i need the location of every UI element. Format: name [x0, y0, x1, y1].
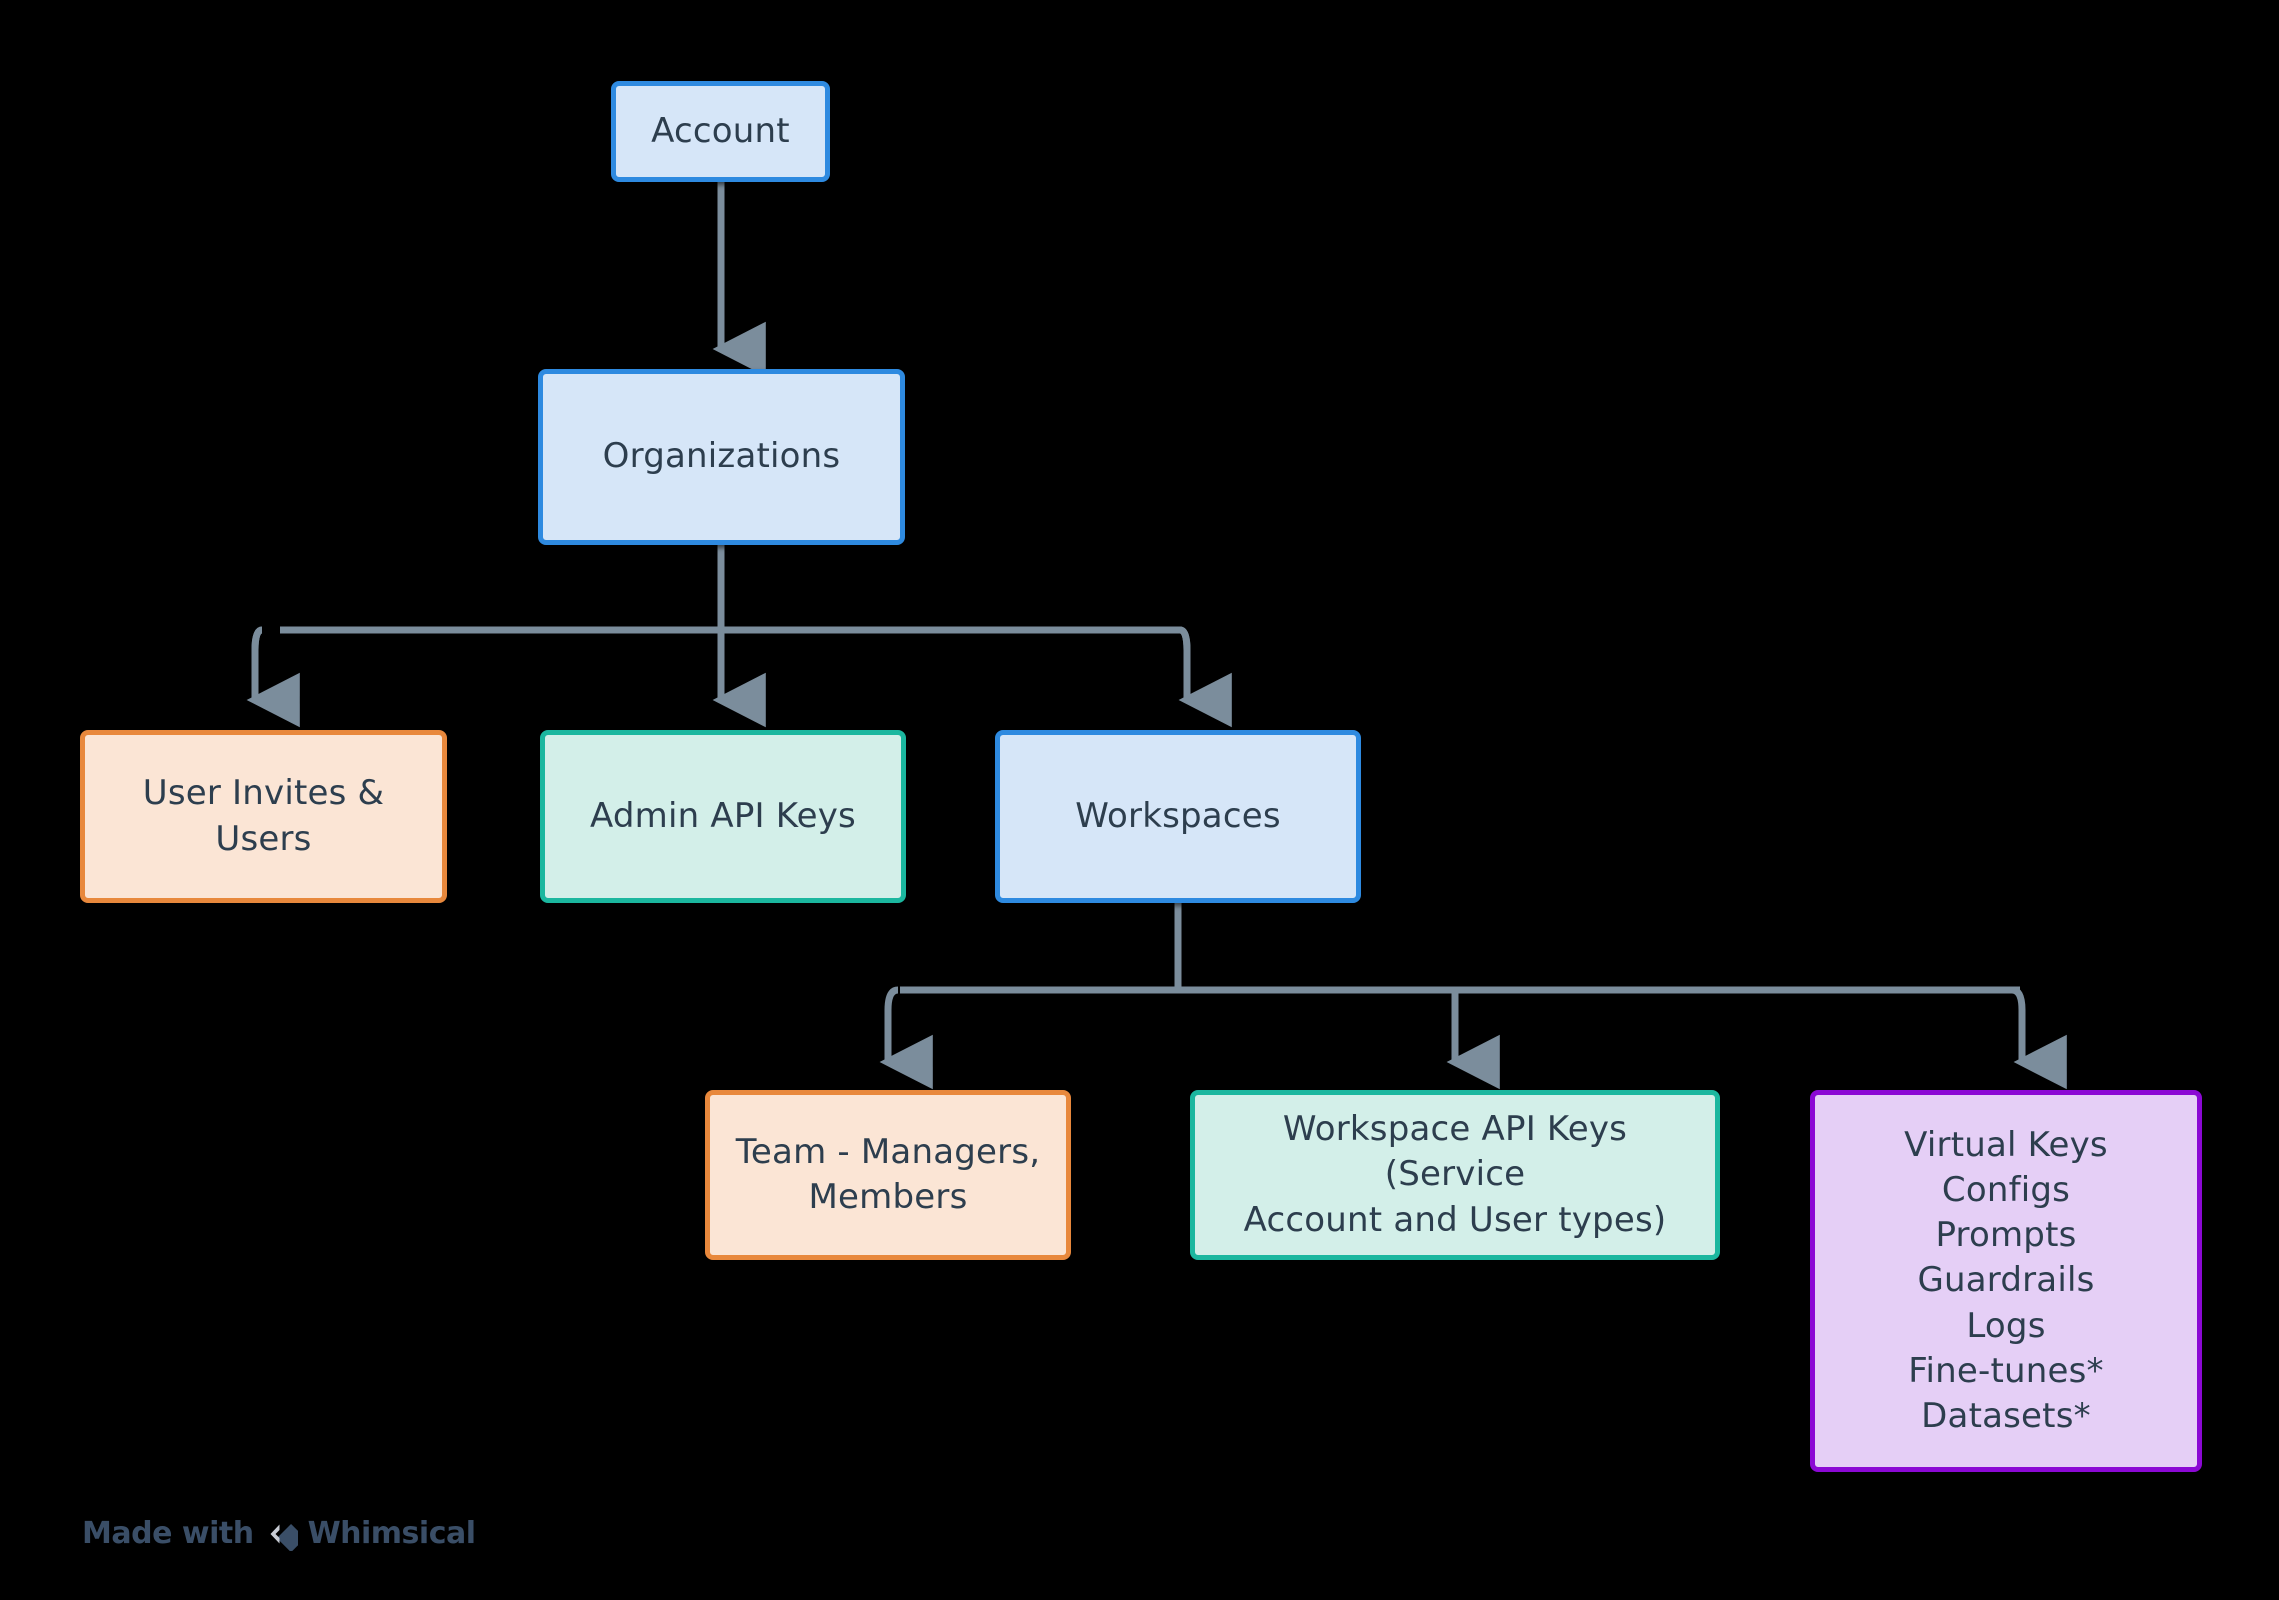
edge-workspaces-resources [2011, 986, 2067, 1090]
node-user-invites-and-users[interactable]: User Invites & Users [80, 730, 447, 903]
node-workspace-api-keys-label: Workspace API Keys (Service Account and … [1243, 1109, 1667, 1240]
node-user-invites-and-users-label: User Invites & Users [142, 773, 385, 859]
node-workspaces-label: Workspaces [1075, 795, 1281, 836]
node-organizations[interactable]: Organizations [538, 369, 905, 545]
node-workspace-api-keys[interactable]: Workspace API Keys (Service Account and … [1190, 1090, 1720, 1260]
whimsical-diamond-logo-icon [264, 1517, 305, 1552]
node-admin-api-keys[interactable]: Admin API Keys [540, 730, 906, 903]
edge-organizations-user-invites [246, 626, 300, 728]
watermark-text-before: Made with [82, 1516, 254, 1551]
node-organizations-label: Organizations [602, 436, 841, 477]
edge-workspaces-team [879, 986, 933, 1090]
node-workspace-resources[interactable]: Virtual Keys Configs Prompts Guardrails … [1810, 1090, 2202, 1472]
node-account-label: Account [651, 110, 790, 151]
node-team-managers-members[interactable]: Team - Managers, Members [705, 1090, 1071, 1260]
node-workspace-resources-list: Virtual Keys Configs Prompts Guardrails … [1904, 1124, 2108, 1437]
edge-organizations-workspaces [1178, 626, 1232, 728]
node-workspaces[interactable]: Workspaces [995, 730, 1361, 903]
node-team-managers-members-label: Team - Managers, Members [735, 1131, 1041, 1217]
node-admin-api-keys-label: Admin API Keys [590, 795, 856, 836]
node-account[interactable]: Account [611, 81, 830, 182]
watermark-text-after: Whimsical [307, 1516, 476, 1551]
whimsical-watermark: Made with Whimsical [82, 1516, 476, 1552]
